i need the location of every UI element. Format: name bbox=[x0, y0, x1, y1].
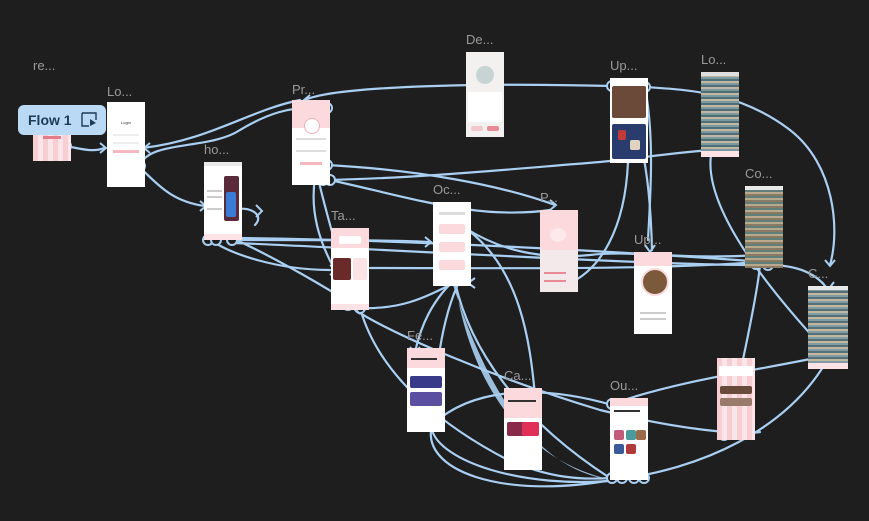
connector-line bbox=[325, 163, 557, 207]
frame-label-ou: Ou... bbox=[610, 378, 639, 393]
frame-co2[interactable] bbox=[808, 286, 848, 369]
connector-line bbox=[430, 428, 622, 484]
login-title: Login bbox=[121, 120, 131, 125]
frame-label-oc: Oc... bbox=[433, 182, 461, 197]
frame-ta[interactable] bbox=[331, 228, 369, 310]
frame-ou[interactable] bbox=[610, 398, 648, 480]
frame-up1[interactable] bbox=[610, 78, 648, 163]
connector-line bbox=[466, 228, 537, 398]
frame-ho[interactable] bbox=[204, 162, 242, 240]
connector-line bbox=[206, 236, 332, 272]
connector-line bbox=[463, 226, 762, 258]
frame-label-de: De... bbox=[466, 32, 494, 47]
connector-line bbox=[566, 160, 630, 286]
flow-label: Flow 1 bbox=[28, 112, 72, 128]
connector-line bbox=[453, 280, 612, 480]
connector-line bbox=[323, 148, 714, 182]
connector-line bbox=[141, 98, 302, 150]
frame-co1[interactable] bbox=[745, 186, 783, 268]
frame-ne[interactable] bbox=[717, 358, 755, 440]
frame-label-ta: Ta... bbox=[331, 208, 356, 223]
connector-line bbox=[429, 423, 614, 488]
frame-label-lo2: Lo... bbox=[701, 52, 727, 67]
frame-lo1[interactable]: Login bbox=[107, 102, 145, 187]
frame-label-p2: P... bbox=[540, 190, 558, 205]
frame-up2[interactable] bbox=[634, 252, 672, 334]
frame-p2[interactable] bbox=[540, 210, 578, 292]
frame-de[interactable] bbox=[466, 52, 504, 137]
frame-label-fe: Fe... bbox=[407, 328, 434, 343]
frame-label-lo1: Lo... bbox=[107, 84, 133, 99]
flow-starting-point[interactable]: Flow 1 bbox=[18, 105, 106, 135]
connector-line bbox=[303, 83, 614, 102]
play-frame-icon[interactable] bbox=[81, 112, 97, 127]
frame-label-up1: Up... bbox=[610, 58, 638, 73]
frame-label-pr: Pr... bbox=[292, 82, 316, 97]
frame-oc[interactable] bbox=[433, 202, 471, 286]
connector-line bbox=[238, 236, 767, 264]
frame-pr[interactable] bbox=[292, 100, 330, 185]
frame-label-ho: ho... bbox=[204, 142, 230, 157]
frame-label-up2: Up... bbox=[634, 232, 662, 247]
frame-label-re: re... bbox=[33, 58, 56, 73]
connector-line bbox=[358, 306, 612, 480]
connector-line bbox=[312, 176, 337, 272]
connector-line bbox=[643, 85, 836, 267]
connector-line bbox=[709, 148, 827, 352]
frame-label-co2: C... bbox=[808, 266, 829, 281]
frame-lo2[interactable] bbox=[701, 72, 739, 157]
frame-label-ca: Ca... bbox=[504, 368, 532, 383]
frame-fe[interactable] bbox=[407, 348, 445, 432]
frame-ca[interactable] bbox=[504, 388, 542, 470]
frame-label-co1: Co... bbox=[745, 166, 773, 181]
